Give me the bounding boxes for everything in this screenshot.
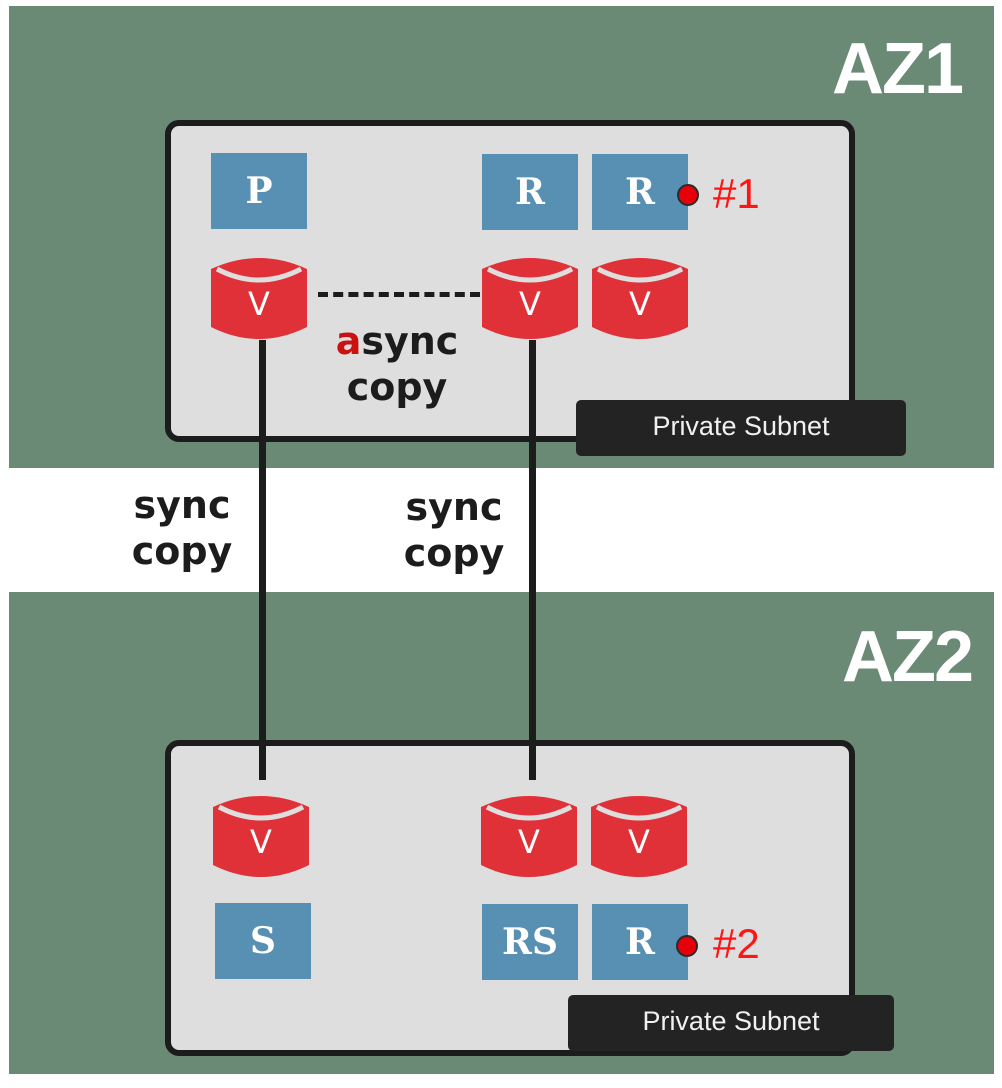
marker-label-2: #2 xyxy=(713,920,760,967)
sync-copy-label-left: sync copy xyxy=(131,483,233,573)
az2-label: AZ2 xyxy=(841,617,974,697)
async-dashed-line xyxy=(318,292,480,297)
async-prefix: a xyxy=(335,319,362,363)
read-replica-instance-1: R xyxy=(482,154,578,230)
standby-instance: S xyxy=(215,903,311,979)
replica-standby-volume-icon: V xyxy=(481,785,577,885)
async-line2: copy xyxy=(346,365,448,409)
replica-volume-icon-2: V xyxy=(592,247,688,347)
volume-label: V xyxy=(250,823,272,861)
sync-line-replica-replica xyxy=(529,340,536,780)
primary-volume-icon: V xyxy=(211,247,307,347)
read-replica-instance-3: R xyxy=(592,904,688,980)
volume-label: V xyxy=(518,823,540,861)
volume-label: V xyxy=(248,285,270,323)
marker-label-1: #1 xyxy=(713,170,760,217)
async-rest: sync xyxy=(361,319,459,363)
read-replica-instance-2: R xyxy=(592,154,688,230)
sync-line-primary-standby xyxy=(259,340,266,780)
async-copy-label: async copy xyxy=(322,318,472,410)
volume-label: V xyxy=(628,823,650,861)
primary-instance: P xyxy=(211,153,307,229)
replica-volume-icon-1: V xyxy=(482,247,578,347)
sync-copy-label-right: sync copy xyxy=(403,485,505,575)
subnet-tag-2: Private Subnet xyxy=(568,995,894,1051)
standby-volume-icon: V xyxy=(213,785,309,885)
az1-label: AZ1 xyxy=(831,29,964,109)
marker-dot-1 xyxy=(677,184,699,206)
volume-label: V xyxy=(629,285,651,323)
subnet-tag-1: Private Subnet xyxy=(576,400,906,456)
replica-volume-icon-3: V xyxy=(591,785,687,885)
volume-label: V xyxy=(519,285,541,323)
marker-dot-2 xyxy=(676,935,698,957)
replica-standby-instance: RS xyxy=(482,904,578,980)
